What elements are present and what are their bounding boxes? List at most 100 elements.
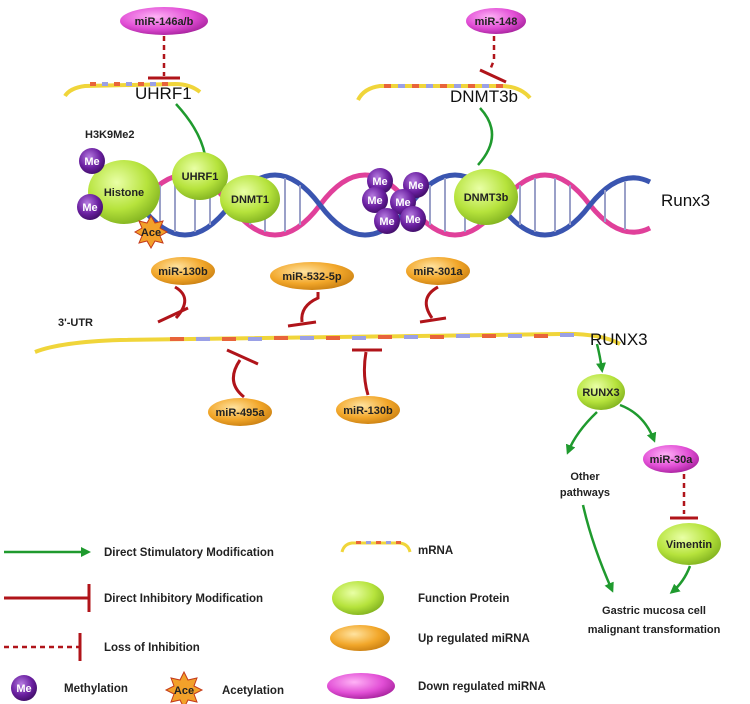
dnmt1-protein: DNMT1 <box>220 175 280 223</box>
legend-down-mirna-icon <box>327 673 395 699</box>
legend-mrna-icon <box>340 541 412 553</box>
legend-down-mirna-label: Down regulated miRNA <box>418 681 546 693</box>
mir-148-label: miR-148 <box>475 16 518 28</box>
runx3-to-other-pathways-arrow <box>565 411 598 455</box>
mir-148-inhibition-bar <box>479 68 507 84</box>
mir-30a-label: miR-30a <box>650 454 694 466</box>
dnmt1-protein-label: DNMT1 <box>231 194 269 206</box>
legend-acetyl-icon: Ace <box>164 670 204 704</box>
mir-495a-node: miR-495a <box>208 398 272 426</box>
acetyl-label: Ace <box>141 227 161 239</box>
legend-protein-icon <box>332 581 384 615</box>
runx3-mrna-label: RUNX3 <box>590 330 648 349</box>
mir-130b-top-inhibition-bar <box>157 306 189 324</box>
svg-text:Me: Me <box>405 214 420 226</box>
mir-130b-bottom-inhibition-line <box>362 351 370 396</box>
svg-text:Me: Me <box>367 195 382 207</box>
outcome-line2: malignant transformation <box>588 624 721 636</box>
histone-label: Histone <box>104 187 144 199</box>
mir-532-inhibition-bar <box>287 320 317 328</box>
mir-148-loss-inhibition-line <box>488 36 496 71</box>
svg-text:Me: Me <box>408 180 423 192</box>
utr-label: 3'-UTR <box>58 317 93 329</box>
other-pathways-node: Other pathways <box>560 471 610 499</box>
methyl-histone-bottom: Me <box>77 194 103 220</box>
svg-text:Me: Me <box>372 176 387 188</box>
runx3-mrna-marks <box>170 333 574 341</box>
mir-301a-inhibition-bar <box>419 316 447 324</box>
uhrf1-mrna <box>63 81 202 98</box>
vimentin-protein: Vimentin <box>657 523 721 565</box>
dnmt3b-mrna-marks <box>384 84 503 88</box>
runx3-translation-arrow <box>595 343 606 373</box>
mir-532-node: miR-532-5p <box>270 262 354 290</box>
other-pathways-to-outcome-arrow <box>581 504 614 593</box>
histone-protein: Histone <box>88 160 160 224</box>
legend: Direct Stimulatory Modification Direct I… <box>4 541 546 704</box>
svg-text:Me: Me <box>84 156 99 168</box>
outcome-line1: Gastric mucosa cell <box>602 605 706 617</box>
legend-methylation-label: Methylation <box>64 683 128 695</box>
mir-301a-inhibition-line <box>424 285 439 319</box>
mir-495a-label: miR-495a <box>216 407 266 419</box>
runx3-mrna <box>34 331 621 354</box>
runx3-protein-label: RUNX3 <box>582 387 619 399</box>
h3k9me2-label: H3K9Me2 <box>85 129 135 141</box>
legend-protein-label: Function Protein <box>418 593 509 605</box>
methyl-groups: Me Me Me Me Me Me Me Me <box>77 148 429 234</box>
mir-146-node: miR-146a/b <box>120 7 208 35</box>
mir-146-label: miR-146a/b <box>135 16 194 28</box>
mir-148-node: miR-148 <box>466 8 526 34</box>
legend-stimulatory-label: Direct Stimulatory Modification <box>104 547 274 559</box>
methyl-dna-5: Me <box>374 208 400 234</box>
uhrf1-mrna-label: UHRF1 <box>135 84 192 103</box>
mir-532-label: miR-532-5p <box>282 271 342 283</box>
vimentin-label: Vimentin <box>666 539 713 551</box>
svg-text:Me: Me <box>82 202 97 214</box>
uhrf1-mrna-marks <box>90 82 168 86</box>
legend-methyl-icon: Me <box>11 675 37 701</box>
svg-text:Me: Me <box>395 197 410 209</box>
uhrf1-protein-label: UHRF1 <box>182 171 219 183</box>
legend-inhibitory-label: Direct Inhibitory Modification <box>104 593 263 605</box>
mir-301a-node: miR-301a <box>406 257 470 285</box>
dnmt3b-mrna <box>356 84 532 101</box>
mir-130b-top-label: miR-130b <box>158 266 208 278</box>
dnmt3b-protein-label: DNMT3b <box>464 192 509 204</box>
svg-text:Ace: Ace <box>174 685 194 697</box>
runx3-to-mir30a-arrow <box>619 403 657 443</box>
legend-acetylation-label: Acetylation <box>222 685 284 697</box>
methyl-histone-top: Me <box>79 148 105 174</box>
mir-130b-top-node: miR-130b <box>151 257 215 285</box>
mir-532-inhibition-line <box>300 292 320 323</box>
legend-loss-label: Loss of Inhibition <box>104 642 200 654</box>
uhrf1-translation-line <box>175 103 207 156</box>
mir-495a-inhibition-bar <box>226 348 259 366</box>
legend-mrna-label: mRNA <box>418 545 453 557</box>
mir-130b-bottom-label: miR-130b <box>343 405 393 417</box>
mir-130b-top-inhibition-line <box>174 285 187 320</box>
dnmt3b-translation-line <box>477 107 494 166</box>
legend-up-mirna-label: Up regulated miRNA <box>418 633 530 645</box>
mir-301a-label: miR-301a <box>414 266 464 278</box>
methyl-dna-3: Me <box>362 187 388 213</box>
svg-text:Me: Me <box>379 216 394 228</box>
methyl-dna-6: Me <box>400 206 426 232</box>
runx3-gene-label: Runx3 <box>661 191 710 210</box>
dnmt3b-mrna-label: DNMT3b <box>450 87 518 106</box>
mir-130b-bottom-node: miR-130b <box>336 396 400 424</box>
runx3-protein: RUNX3 <box>577 374 625 410</box>
other-pathways-line2: pathways <box>560 487 610 499</box>
legend-up-mirna-icon <box>330 625 390 651</box>
other-pathways-line1: Other <box>570 471 600 483</box>
uhrf1-protein: UHRF1 <box>172 152 228 200</box>
mir-495a-inhibition-line <box>232 359 245 399</box>
dnmt3b-protein: DNMT3b <box>454 169 518 225</box>
runx3-mrna-strand <box>34 331 621 354</box>
outcome-node: Gastric mucosa cell malignant transforma… <box>588 605 721 636</box>
mir-30a-node: miR-30a <box>643 445 699 473</box>
svg-text:Me: Me <box>16 683 31 695</box>
acetyl-group: Ace <box>133 214 169 250</box>
vimentin-to-outcome-arrow <box>669 565 692 594</box>
